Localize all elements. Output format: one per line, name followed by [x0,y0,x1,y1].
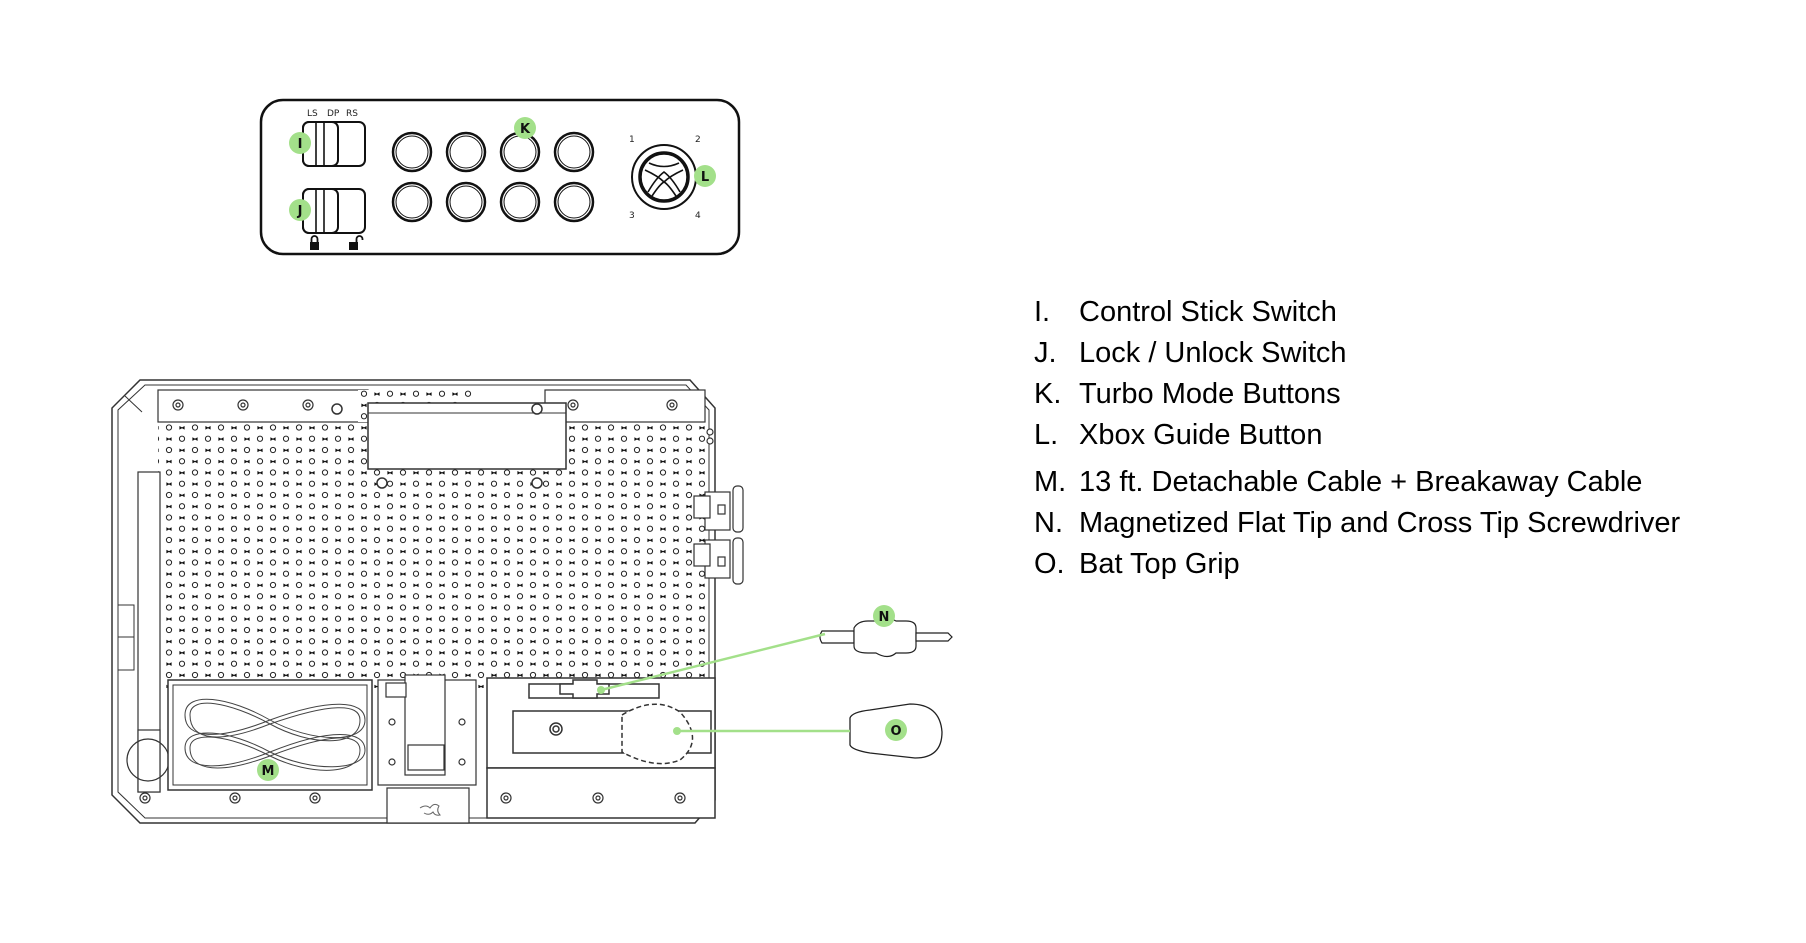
top-control-panel: LS DP RS [259,98,741,256]
callout-k: K [514,117,536,139]
turbo-button[interactable] [445,131,487,173]
svg-text:M: M [262,764,275,779]
control-stick-switch[interactable] [302,121,366,167]
lock-open-icon [349,235,364,250]
center-mount [377,674,477,824]
callout-o: O [885,719,907,741]
usb-ports [693,428,744,585]
internal-storage-view: M N O [111,379,953,824]
callout-m: M [257,759,279,781]
xbox-guide-button[interactable] [631,144,697,210]
legend-item-j: J.Lock / Unlock Switch [1034,337,1347,369]
turbo-button[interactable] [553,181,595,223]
lock-unlock-switch[interactable] [302,188,366,234]
label-ls: LS [307,109,318,119]
legend-item-n: N.Magnetized Flat Tip and Cross Tip Scre… [1034,507,1681,539]
turbo-button[interactable] [499,181,541,223]
callout-l: L [694,165,716,187]
turbo-button[interactable] [499,131,541,173]
svg-text:L: L [701,170,709,185]
switch-mode-labels: LS DP RS [307,109,358,119]
leader-line-n [600,632,826,692]
svg-text:J: J [297,204,303,219]
legend-list: I.Control Stick Switch J.Lock / Unlock S… [1034,292,1680,585]
coiled-cable-icon [184,698,366,771]
legend-item-l: L.Xbox Guide Button [1034,419,1323,451]
legend-item-i: I.Control Stick Switch [1034,296,1337,328]
callout-j: J [289,199,311,221]
svg-text:N: N [879,610,890,625]
turbo-button[interactable] [391,181,433,223]
lock-closed-icon [310,235,319,250]
label-dp: DP [327,109,340,119]
turbo-button[interactable] [445,181,487,223]
xbox-logo-icon [644,162,684,197]
callout-n: N [873,605,895,627]
legend-item-k: K.Turbo Mode Buttons [1034,378,1341,410]
guide-corner-4: 4 [695,211,701,221]
guide-corner-3: 3 [629,211,635,221]
razer-logo-icon [419,803,442,816]
svg-text:K: K [520,122,531,137]
tool-compartment [486,677,716,819]
legend-item-m: M.13 ft. Detachable Cable + Breakaway Ca… [1034,466,1643,498]
turbo-mode-buttons [391,131,595,223]
svg-text:O: O [890,724,901,739]
svg-text:I: I [298,137,303,152]
turbo-button[interactable] [391,131,433,173]
guide-corner-1: 1 [629,135,635,145]
top-center-panel [367,402,567,470]
guide-corner-2: 2 [695,135,701,145]
turbo-button[interactable] [553,131,595,173]
label-rs: RS [346,109,358,119]
legend-item-o: O.Bat Top Grip [1034,548,1240,580]
screwdriver-icon [819,617,953,658]
callout-i: I [289,132,311,154]
